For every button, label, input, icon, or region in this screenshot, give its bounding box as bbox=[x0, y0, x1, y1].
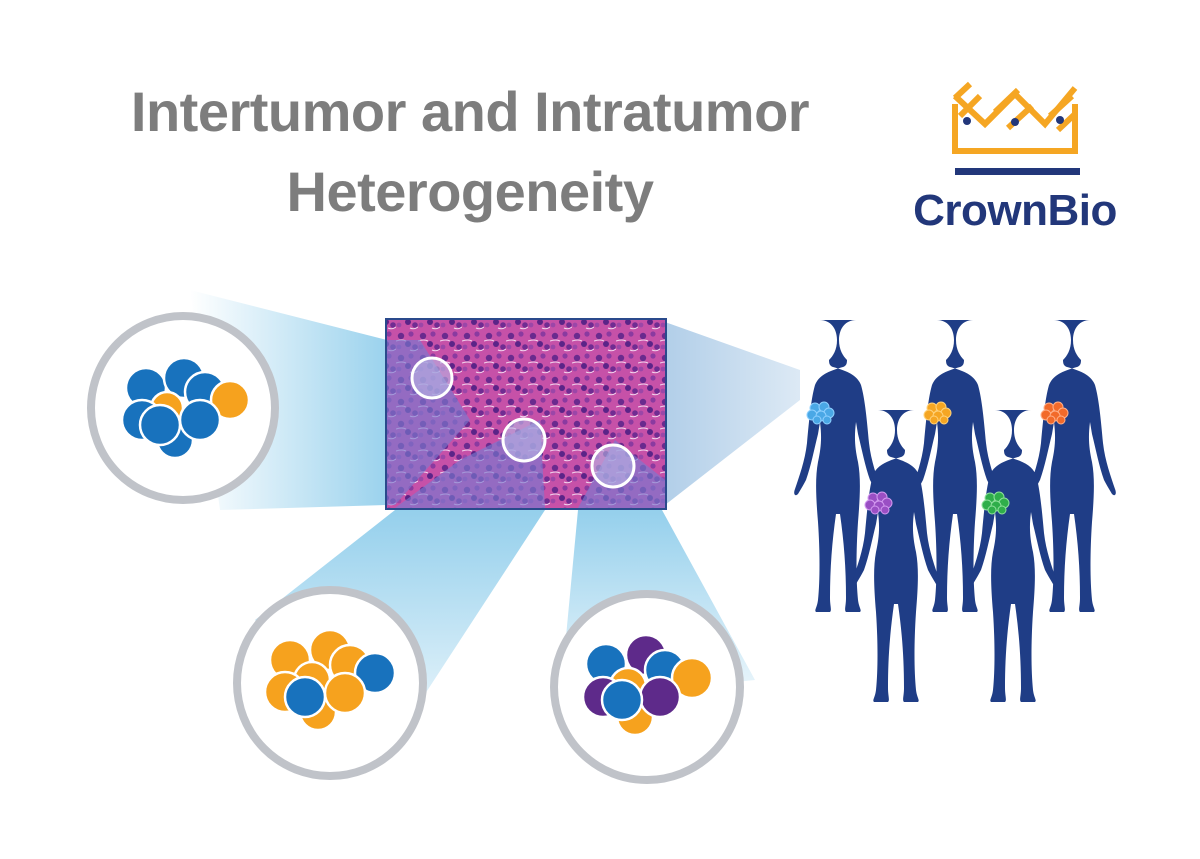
crown-icon bbox=[952, 81, 1080, 175]
tissue-panel bbox=[385, 318, 667, 510]
patient-1 bbox=[794, 320, 882, 612]
patient-2 bbox=[852, 410, 940, 702]
brand-name: CrownBio bbox=[913, 186, 1117, 235]
tumor-cluster bbox=[864, 491, 893, 515]
tumor-cluster bbox=[806, 401, 835, 425]
zoom-circle-3 bbox=[550, 590, 744, 784]
sample-circle-2 bbox=[501, 417, 547, 463]
patient-4 bbox=[969, 410, 1057, 702]
sample-circle-3 bbox=[590, 443, 636, 489]
zoom-circle-1 bbox=[87, 312, 279, 504]
sample-circle-1 bbox=[410, 356, 454, 400]
crownbio-logo: CrownBio bbox=[900, 76, 1130, 236]
title-line-1: Intertumor and Intratumor bbox=[130, 80, 810, 143]
page-title: Intertumor and Intratumor Heterogeneity bbox=[60, 72, 880, 232]
title-line-2: Heterogeneity bbox=[286, 160, 654, 223]
zoom-circle-2 bbox=[233, 586, 427, 780]
tumor-cluster bbox=[923, 401, 952, 425]
patient-5 bbox=[1028, 320, 1116, 612]
tumor-cluster bbox=[1040, 401, 1069, 425]
tumor-cluster bbox=[981, 491, 1010, 515]
beam-right bbox=[665, 322, 800, 505]
patient-3 bbox=[911, 320, 999, 612]
